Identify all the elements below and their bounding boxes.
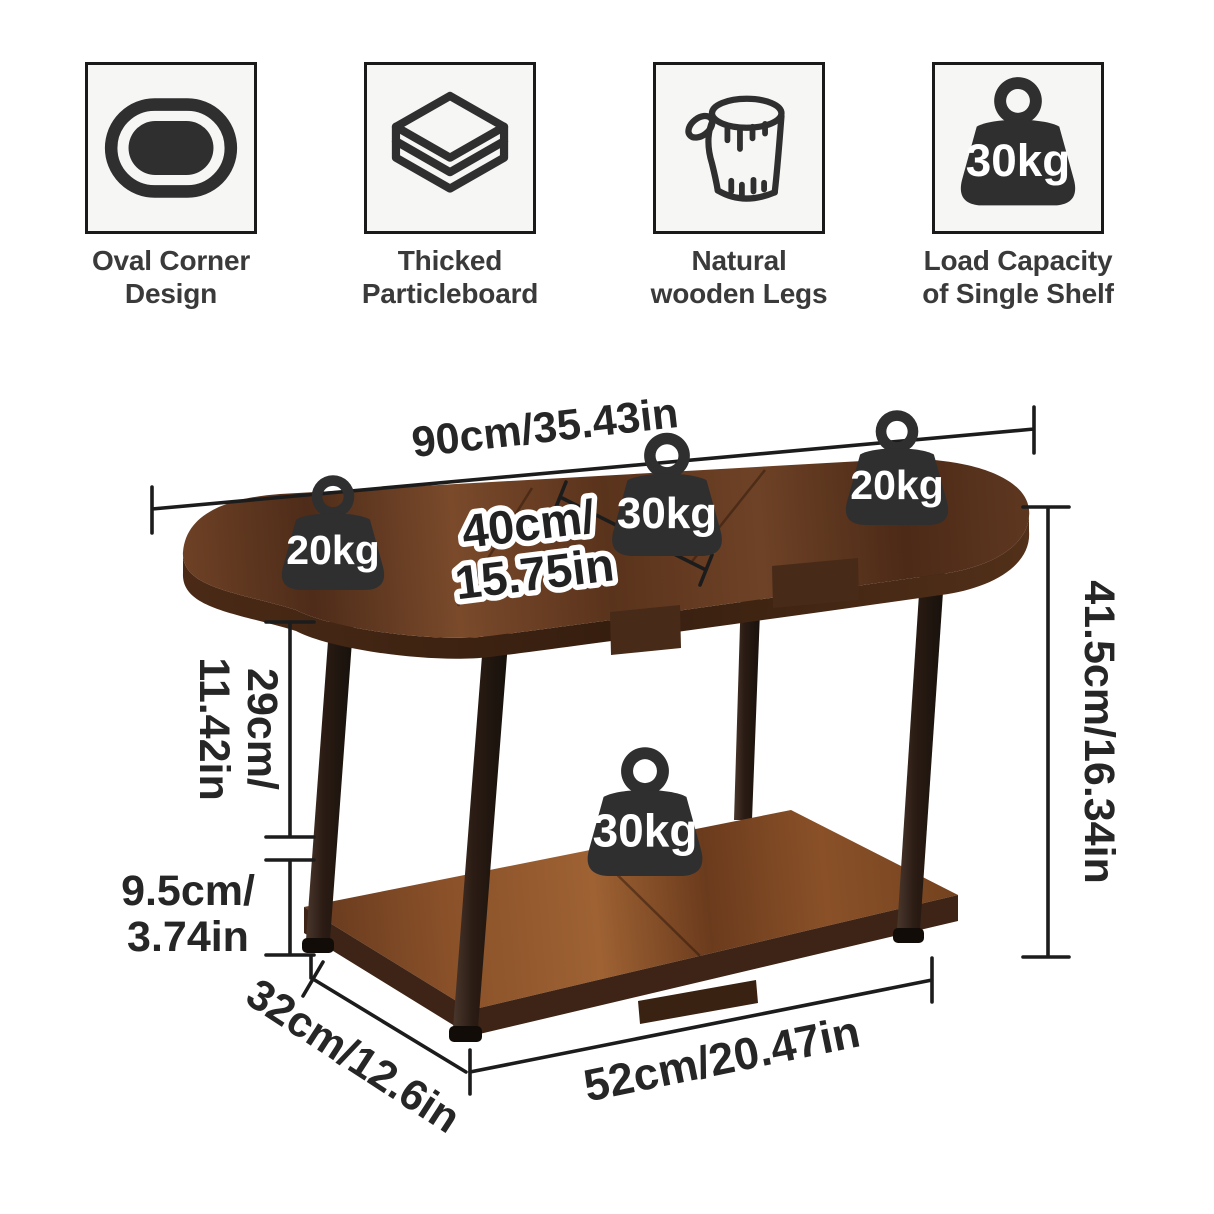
feature-wooden-legs: Natural wooden Legs bbox=[651, 62, 828, 309]
svg-text:20kg: 20kg bbox=[850, 462, 943, 508]
weight-badge-top-right: 20kg bbox=[845, 410, 949, 525]
svg-text:30kg: 30kg bbox=[593, 805, 698, 857]
weight-badge-top-left: 20kg bbox=[281, 475, 385, 590]
tabletop-apron bbox=[610, 605, 681, 655]
svg-text:30kg: 30kg bbox=[617, 489, 717, 538]
weight-badge-top-center: 30kg bbox=[612, 432, 722, 556]
feature-oval-corner: Oval Corner Design bbox=[85, 62, 257, 309]
particleboard-icon bbox=[364, 62, 536, 234]
weight-badge-shelf: 30kg bbox=[587, 747, 703, 876]
svg-text:20kg: 20kg bbox=[286, 527, 379, 573]
svg-text:9.5cm/: 9.5cm/ bbox=[121, 867, 255, 915]
weight-icon: 30kg bbox=[960, 77, 1076, 206]
weight-value: 30kg bbox=[966, 135, 1070, 186]
dim-top-width: 90cm/35.43in bbox=[409, 389, 680, 467]
feature-label: Load Capacity of Single Shelf bbox=[922, 245, 1114, 310]
feature-label: Thicked Particleboard bbox=[361, 245, 539, 310]
svg-text:3.74in: 3.74in bbox=[127, 913, 249, 961]
feature-label: Natural wooden Legs bbox=[650, 245, 828, 310]
wooden-log-icon bbox=[653, 62, 825, 234]
feature-label: Oval Corner Design bbox=[91, 245, 251, 310]
dim-total-height: 41.5cm/16.34in bbox=[1075, 580, 1123, 884]
coffee-table-illustration bbox=[182, 458, 1030, 1042]
dimension-lines bbox=[150, 405, 1071, 1096]
svg-text:11.42in: 11.42in bbox=[190, 657, 238, 800]
dim-floor-clearance: 9.5cm/ 3.74in bbox=[121, 867, 255, 961]
table-legs-front bbox=[302, 548, 946, 1042]
dim-top-depth: 40cm/ 15.75in bbox=[447, 484, 623, 615]
feature-load-capacity: 30kg Load Capacity of Single Shelf bbox=[922, 62, 1114, 309]
tabletop-face bbox=[182, 458, 1030, 638]
svg-text:29cm/: 29cm/ bbox=[238, 668, 286, 790]
load-badges: 20kg 30kg 20kg 30kg bbox=[281, 410, 949, 876]
shelf-apron bbox=[638, 980, 758, 1024]
feature-particleboard: Thicked Particleboard bbox=[362, 62, 538, 309]
tabletop-edge bbox=[182, 510, 1030, 659]
dim-shelf-clearance: 29cm/ 11.42in bbox=[190, 657, 286, 800]
oval-corner-icon bbox=[85, 62, 257, 234]
load-capacity-icon: 30kg bbox=[932, 62, 1104, 234]
tabletop-apron bbox=[772, 558, 859, 608]
table-leg-back bbox=[734, 560, 762, 820]
